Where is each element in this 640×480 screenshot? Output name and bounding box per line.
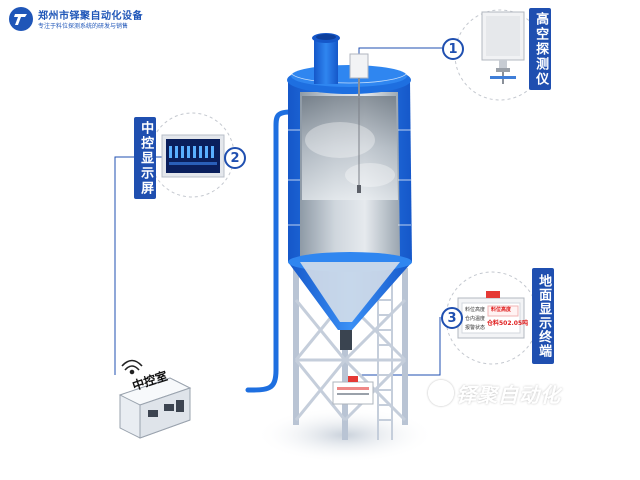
connector-1 [358, 47, 442, 55]
ground-terminal-alarm [348, 376, 358, 382]
terminal-row-3: 报警状态 [465, 325, 486, 331]
terminal-row-2: 仓内温度 [465, 316, 486, 322]
logo-icon [9, 7, 33, 31]
callout-label-3: 地面显示终端 [532, 268, 554, 364]
silo-rings [288, 129, 411, 226]
ground-display-device [457, 291, 525, 339]
roof-rail [290, 60, 408, 84]
brand-logo: 郑州市铎聚自动化设备 专注于料位探测系统的研发与销售 [8, 6, 148, 32]
callout-label-1-text: 高空探测仪 [533, 11, 549, 87]
callout-number-3: 3 [441, 307, 463, 329]
dust-cloud [302, 96, 398, 200]
ground-terminal-line [337, 387, 369, 390]
brand-subtitle: 专注于料位探测系统的研发与销售 [38, 23, 129, 30]
brand-title: 郑州市铎聚自动化设备 [38, 11, 143, 22]
ground-terminal-line [337, 393, 369, 395]
detector-device [481, 11, 525, 84]
callout-label-2-text: 中控显示屏 [138, 120, 154, 196]
cone-cutaway [300, 262, 400, 322]
terminal-reading-label: 料位高度 [491, 307, 512, 313]
dust-puff [345, 163, 395, 187]
watermark-text: 铎聚自动化 [456, 383, 561, 407]
central-display-device [161, 134, 225, 178]
callout-number-1: 1 [442, 38, 464, 60]
wifi-icon [121, 359, 143, 375]
outlet-valve [340, 330, 352, 350]
roof-sensor [349, 53, 369, 79]
inlet-pipe [314, 38, 338, 84]
watermark-logo-icon [428, 380, 454, 406]
dust-puff [305, 122, 375, 158]
callout-label-1: 高空探测仪 [529, 8, 551, 90]
signal-cable [245, 109, 293, 393]
terminal-row-1: 料位高度 [465, 307, 486, 313]
silo-roof-top [291, 65, 407, 87]
terminal-reading-value: 仓料502.05吨 [487, 320, 529, 327]
building-icon [118, 377, 192, 439]
callout-number-2: 2 [224, 147, 246, 169]
inlet-opening [316, 34, 336, 40]
callout-label-2: 中控显示屏 [134, 117, 156, 199]
callout-label-3-text: 地面显示终端 [536, 274, 552, 358]
sensor-weight [357, 185, 361, 193]
